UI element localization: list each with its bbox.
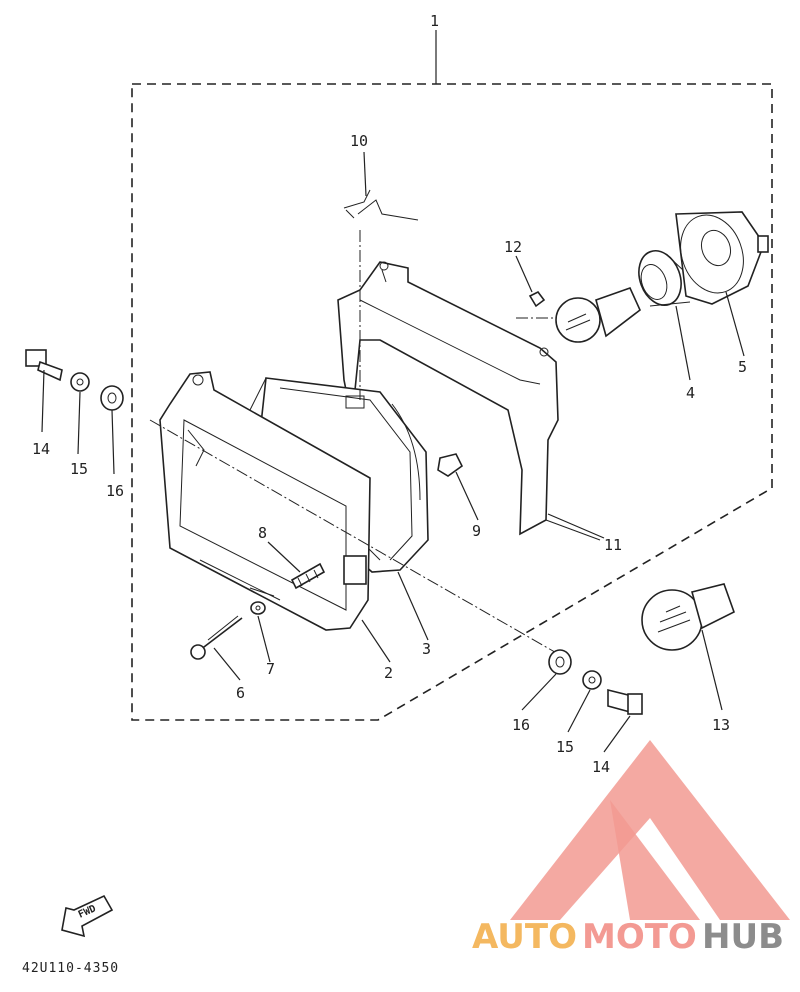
assembly-boundary bbox=[131, 30, 773, 721]
callout-13: 13 bbox=[712, 716, 730, 734]
watermark-logo bbox=[510, 740, 790, 920]
callout-2: 2 bbox=[384, 664, 393, 682]
callout-8: 8 bbox=[258, 524, 267, 542]
watermark-moto: MOTO bbox=[582, 917, 697, 957]
callout-12: 12 bbox=[504, 238, 522, 256]
callout-14-right: 14 bbox=[592, 758, 610, 776]
spring-clip-10 bbox=[343, 189, 419, 221]
nut-9 bbox=[437, 453, 464, 477]
callout-15-left: 15 bbox=[70, 460, 88, 478]
axis-line bbox=[149, 419, 561, 656]
collar-15-left bbox=[70, 372, 90, 392]
callout-16-left: 16 bbox=[106, 482, 124, 500]
collar-15-right bbox=[582, 670, 602, 690]
callout-4: 4 bbox=[686, 384, 695, 402]
headlight-case bbox=[337, 261, 601, 541]
headlight-bulb bbox=[555, 287, 641, 343]
callout-6: 6 bbox=[236, 684, 245, 702]
callout-1: 1 bbox=[430, 12, 439, 30]
drawing-code: 42U110-4350 bbox=[22, 961, 119, 976]
callout-11: 11 bbox=[604, 536, 622, 554]
bolt-14-left bbox=[25, 349, 63, 382]
bolt-14-right bbox=[607, 688, 643, 715]
callout-9: 9 bbox=[472, 522, 481, 540]
callout-5: 5 bbox=[738, 358, 747, 376]
washer-7 bbox=[250, 601, 266, 615]
callout-3: 3 bbox=[422, 640, 431, 658]
watermark-auto: AUTO bbox=[472, 917, 577, 957]
callout-16-right: 16 bbox=[512, 716, 530, 734]
callout-10: 10 bbox=[350, 132, 368, 150]
callout-14-left: 14 bbox=[32, 440, 50, 458]
dust-cover-5 bbox=[675, 211, 769, 305]
callout-7: 7 bbox=[266, 660, 275, 678]
screw-12 bbox=[516, 290, 556, 319]
callout-15-right: 15 bbox=[556, 738, 574, 756]
watermark-hub: HUB bbox=[702, 917, 784, 957]
screw-8 bbox=[290, 562, 326, 590]
screw-6 bbox=[190, 615, 243, 660]
fwd-arrow-icon: FWD bbox=[61, 894, 114, 938]
grommet-16-left bbox=[100, 385, 124, 411]
grommet-16-right bbox=[548, 649, 572, 675]
bulb-13 bbox=[641, 583, 735, 651]
leader-lines bbox=[41, 151, 745, 753]
